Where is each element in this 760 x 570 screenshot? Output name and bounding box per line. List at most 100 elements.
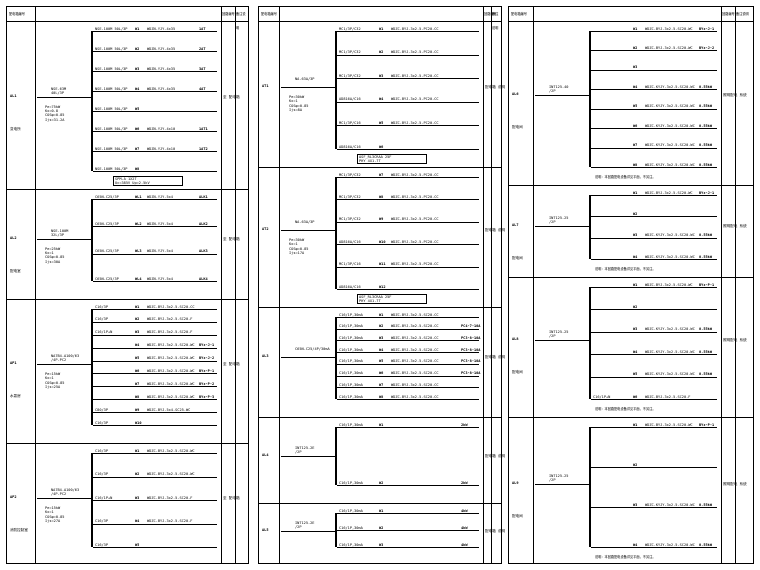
busbar <box>335 317 337 399</box>
main-breaker-label: /2P <box>549 88 556 93</box>
circuit-id: W2 <box>379 324 384 329</box>
load-parameter: COSφ=0.85 <box>289 103 309 108</box>
panel-location: 配电室 <box>10 268 21 273</box>
outgoing-circuit <box>93 347 217 349</box>
circuit-id: W4 <box>135 343 140 348</box>
panel-divider <box>509 417 753 418</box>
panel-id: AT1 <box>262 83 269 88</box>
circuit-id: W4 <box>633 542 638 547</box>
load-label: BYz-P-1 <box>199 368 215 373</box>
surge-protector-spec: Uc=385V Up=2.5kV <box>115 181 150 185</box>
panel-id: AT2 <box>262 227 269 231</box>
panel-divider <box>509 185 753 186</box>
circuit-id: W3 <box>379 542 384 547</box>
panel-id: AL8 <box>512 337 519 341</box>
circuit-id: W2 <box>379 480 384 485</box>
outgoing-circuit <box>591 427 717 428</box>
main-breaker-label: NSE-100M <box>51 228 69 233</box>
load-label: 1AT <box>199 26 206 31</box>
panel-remark: 配电箱 说明 <box>485 453 506 458</box>
branch-breaker-label: C16/1P,30mA <box>339 542 363 547</box>
branch-breaker-label: MC1/3P/C32 <box>339 172 361 177</box>
circuit-id: W5 <box>135 356 140 361</box>
load-label: 0.55kW <box>699 84 712 89</box>
main-breaker-label: NA7B4-A100/63 <box>51 487 80 492</box>
cable-spec: WDZN-YJY-4x10 <box>147 126 176 131</box>
circuit-id: W1 <box>379 312 384 317</box>
cable-spec: WDZC-BYJ-3x2.5-SC20-WC <box>645 282 693 287</box>
cable-spec: WDZC-BYJ-3x2.5-SC20-WC <box>147 356 195 361</box>
branch-breaker-label: NSE-100M 50L/3P <box>95 26 128 31</box>
circuit-id: W7 <box>135 146 140 151</box>
circuit-id: W9 <box>379 217 384 222</box>
cable-spec: WDZC-BYJ-3x2.5-SC20-WC <box>147 368 195 373</box>
branch-breaker-label: NSE-100M 50L/3P <box>95 166 128 171</box>
panel-divider <box>259 417 501 418</box>
load-label: 0.55kW <box>699 372 712 377</box>
load-label: BYz-P-3 <box>199 394 215 399</box>
branch-breaker-label: C16/3P <box>95 448 108 453</box>
cable-spec: WDZC-BYJ-3x2.5-SC20-F <box>147 519 193 523</box>
load-parameter: Ijs=30A <box>45 259 61 264</box>
load-label: ALK4 <box>199 276 208 281</box>
cable-spec: WDZC-BYJ-3x2.5-PC20-CC <box>391 262 439 267</box>
panel-location: 配电间 <box>512 513 523 518</box>
branch-breaker-label: C16/3P <box>95 472 108 476</box>
outgoing-circuit <box>591 547 717 548</box>
circuit-id: W6 <box>633 394 638 399</box>
circuit-id: W7 <box>633 143 638 148</box>
load-label: 1AT2 <box>199 146 208 151</box>
main-breaker-label: C65N-C25/4P/30mA <box>295 346 330 351</box>
load-parameter: Pe=30kW <box>289 238 305 242</box>
outgoing-circuit <box>337 78 479 80</box>
branch-breaker-label: C16/1P,30mA <box>339 525 363 530</box>
load-label: PC3-8-10A <box>461 347 481 352</box>
outgoing-circuit <box>93 253 217 255</box>
cable-spec: WDZC-KYJY-3x2.5-SC20-WC <box>645 349 695 354</box>
incoming-feeder <box>281 86 335 88</box>
load-label: ALK2 <box>199 221 208 226</box>
circuit-id: WL2 <box>135 221 142 226</box>
circuit-id: W4 <box>633 84 638 89</box>
cable-spec: WDZN-YJY-4x35 <box>147 46 176 51</box>
main-breaker-label: 40L/3P <box>51 90 64 95</box>
outgoing-circuit <box>591 167 717 168</box>
branch-breaker-label: NSE-100M 50L/3P <box>95 66 128 71</box>
load-parameter: Kx=1 <box>45 250 54 255</box>
busbar <box>335 31 337 149</box>
branch-breaker-label: C65N-C25/3P <box>95 249 119 254</box>
outgoing-circuit <box>337 199 479 201</box>
panel-divider <box>7 443 248 444</box>
cable-spec: WDZC-KYJY-3x2.5-SC20-WC <box>645 254 695 259</box>
circuit-id: W1 <box>379 26 384 31</box>
cable-spec: WDZC-BYJ-3x2.5-PC20-CC <box>391 217 439 222</box>
panel-remark: 照明配电 系统 <box>723 92 747 97</box>
branch-breaker-label: AD816A/C16 <box>339 284 361 289</box>
branch-breaker-label: C80/3P <box>95 407 108 412</box>
incoming-feeder <box>535 226 589 228</box>
outgoing-circuit <box>93 199 217 200</box>
column-divider <box>735 7 736 563</box>
branch-breaker-label: AD816A/C16 <box>339 144 361 149</box>
cable-spec: WDZC-BYJ-3x2.5-SC20-WC <box>645 45 693 50</box>
main-breaker-label: /2P <box>549 477 556 482</box>
cable-spec: WDZC-KYJY-3x2.5-SC20-WC <box>645 123 695 128</box>
circuit-id: WL3 <box>135 249 142 254</box>
circuit-id: W12 <box>379 284 386 289</box>
busbar <box>589 427 591 547</box>
outgoing-circuit <box>337 363 479 365</box>
outgoing-circuit <box>93 51 217 52</box>
cable-spec: WDZN-YJY-5x4 <box>147 194 173 199</box>
circuit-id: W6 <box>379 371 384 376</box>
load-label: 0.55kW <box>699 143 712 148</box>
outgoing-circuit <box>337 375 479 377</box>
cable-spec: WDZC-KYJY-3x2.5-SC20-WC <box>645 104 695 109</box>
circuit-id: W7 <box>379 382 384 387</box>
panel-id: AP2 <box>10 494 17 499</box>
load-label: PC3-8-10A <box>461 359 481 364</box>
panel-divider <box>7 189 248 190</box>
outgoing-circuit <box>337 387 479 389</box>
load-parameter: Ijs=31.2A <box>45 117 65 122</box>
header-panel-no: 配电箱编号 <box>9 12 25 16</box>
branch-breaker-label: NSE-100M 50L/3P <box>95 86 128 91</box>
